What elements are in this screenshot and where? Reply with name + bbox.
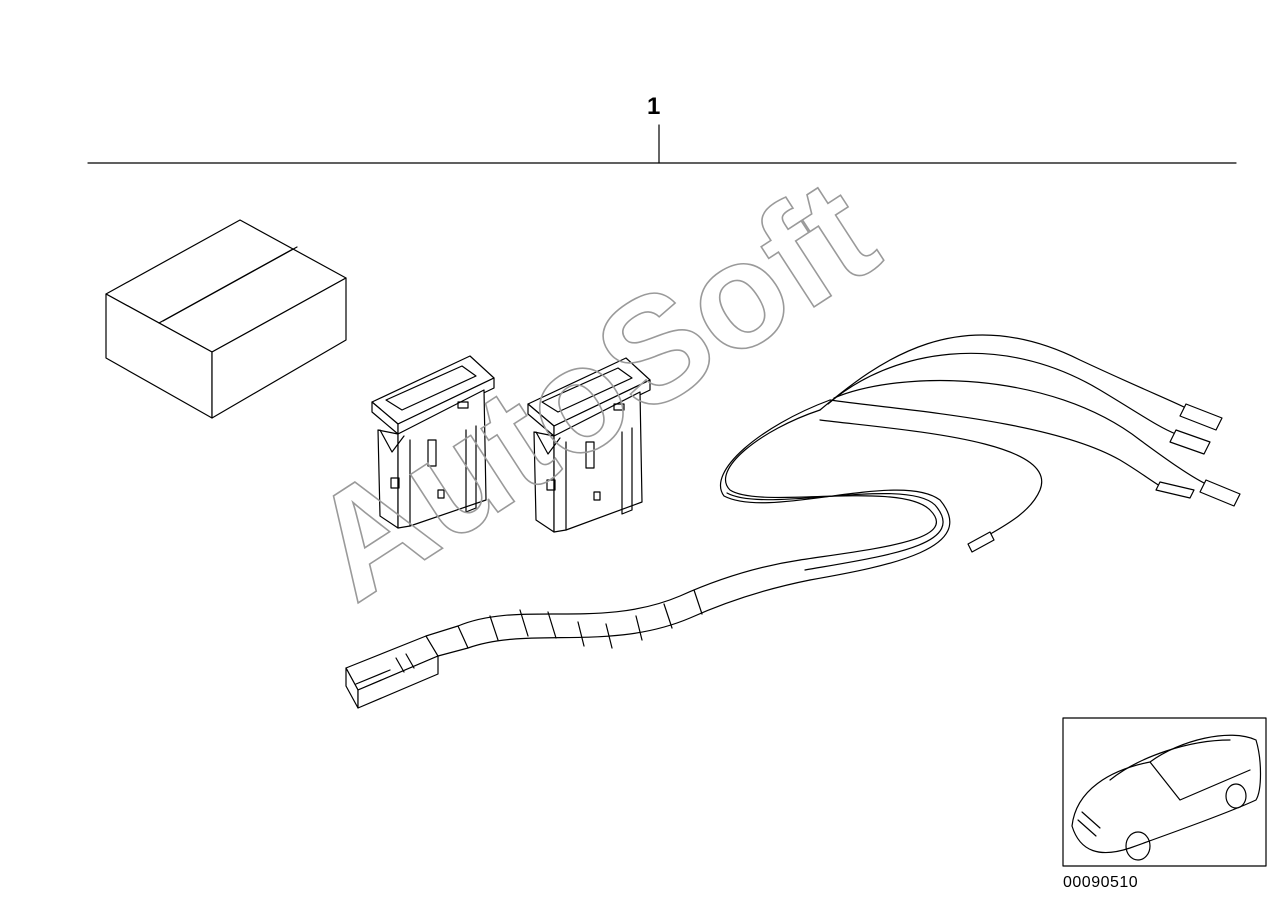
package-box-illustration: [105, 219, 347, 419]
seat-heating-switch-left: [371, 355, 495, 529]
part-leader: [87, 124, 1237, 164]
wiring-harness-illustration: [345, 334, 1241, 709]
part-number-label: 1: [647, 93, 661, 120]
seat-heating-switch-right: [527, 357, 651, 533]
drawing-code-label: 00090510: [1063, 874, 1139, 891]
car-locator-thumbnail: [1062, 717, 1267, 867]
